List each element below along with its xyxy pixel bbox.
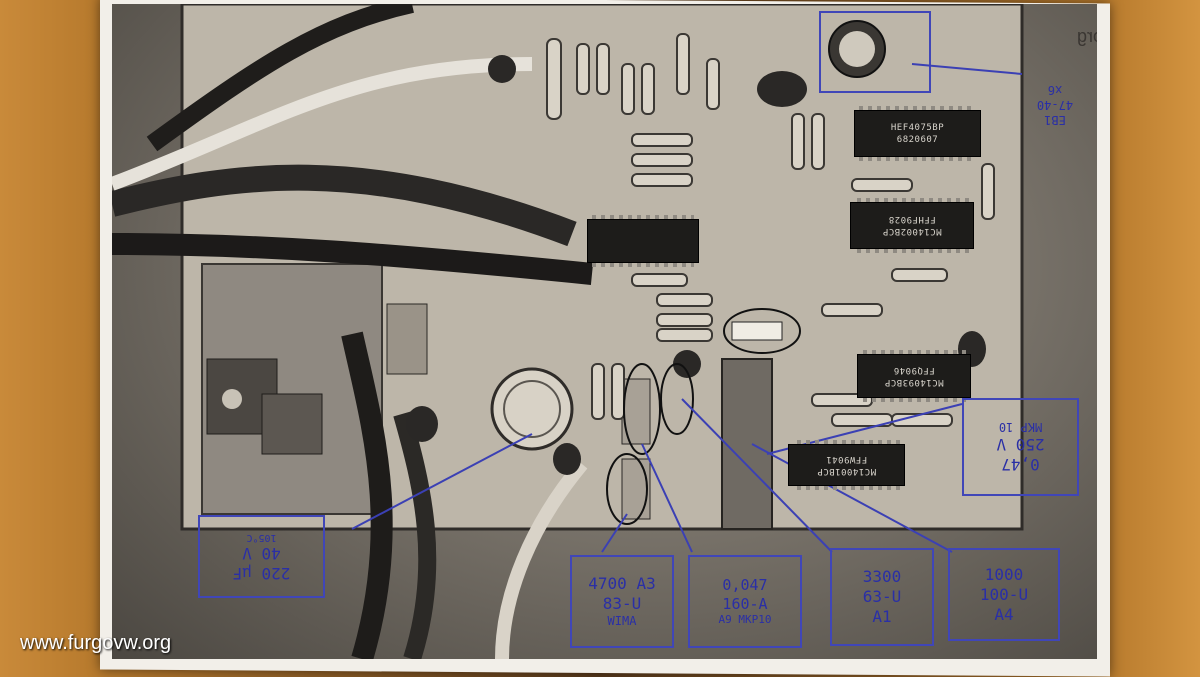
crystal: [731, 321, 783, 341]
crystal-circle-mark: [723, 308, 801, 354]
note-3300: 3300 63-U A1: [830, 548, 934, 646]
film-capacitor: [721, 358, 773, 530]
box-capacitor-2: [621, 458, 651, 520]
chip-mc14093bcp: MC14093BCP FFQ9046: [857, 354, 971, 398]
cable-dark-3: [112, 233, 594, 285]
cable-dark-1: [112, 164, 577, 247]
cable-dark-5: [393, 411, 437, 659]
note-1000: 1000 100-U A4: [948, 548, 1060, 641]
transistor-group: [406, 55, 986, 475]
ink-circle-1: [623, 363, 661, 455]
ink-box-capacitor: [819, 11, 931, 93]
cable-white: [112, 57, 533, 191]
box-capacitor-3: [386, 303, 428, 375]
cable-dark-2: [146, 4, 414, 152]
ink-circle-3: [660, 363, 694, 435]
chip-unlabeled: [587, 215, 699, 267]
mounting-hole: [222, 389, 242, 409]
heatsink: [201, 263, 383, 515]
cable-dark-4: [341, 331, 393, 659]
ink-circle-2: [606, 453, 648, 525]
circuit-board-photo: HEF4075BP 6820607 MC14002BCP FFHF9028 MC…: [112, 4, 1097, 659]
chip-mc14001bcp: MC14001BCP FFW9041: [788, 444, 905, 486]
note-eb1: EB1 47-40 x6: [1036, 83, 1074, 127]
note-0047: 0,047 160-A A9 MKP10: [688, 555, 802, 648]
chip-mc14002bcp: MC14002BCP FFHF9028: [850, 202, 974, 249]
regulator: [261, 393, 323, 455]
note-4700: 4700 A3 83-U WIMA: [570, 555, 674, 648]
note-047: 0,47 250 V MKP 10: [962, 398, 1079, 496]
site-watermark: www.furgovw.org: [20, 632, 172, 654]
resistor-group: [546, 33, 995, 427]
corner-text: govw.org: [1077, 26, 1097, 46]
cable-grey: [495, 459, 588, 659]
chip-hef4075bp: HEF4075BP 6820607: [854, 106, 981, 161]
note-220uf: 220 µF 40 V 105°C: [198, 515, 325, 598]
